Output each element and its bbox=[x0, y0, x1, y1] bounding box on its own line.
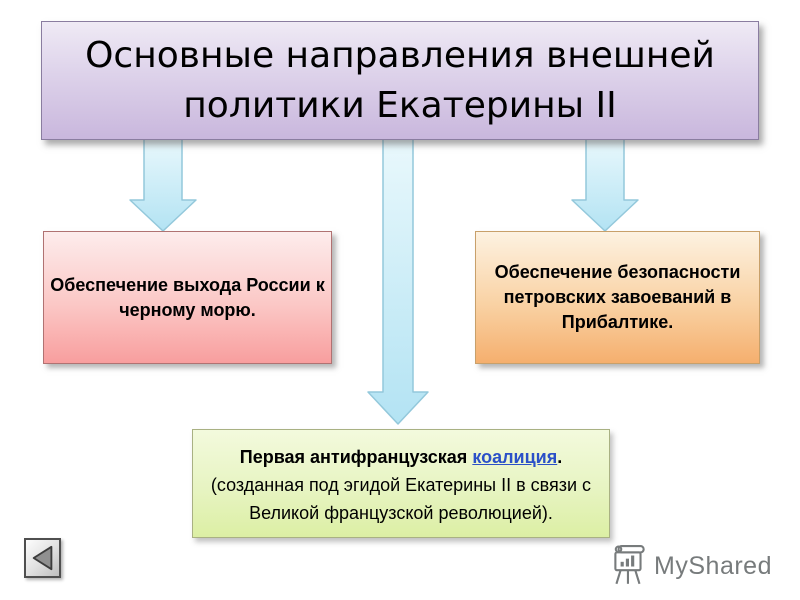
arrow-down-right-icon bbox=[571, 137, 639, 232]
easel-chart-icon bbox=[614, 545, 645, 585]
black-sea-text-line-1: Обеспечение выхода России к bbox=[50, 274, 325, 295]
baltic-text-line-2: петровских завоеваний в bbox=[503, 287, 732, 307]
coalition-text-suffix: . bbox=[557, 447, 563, 467]
coalition-text-line-3: Великой французской революцией). bbox=[249, 503, 553, 523]
baltic-text-line-3: Прибалтике. bbox=[561, 312, 674, 332]
slide-title-line-2: политики Екатерины II bbox=[183, 84, 617, 126]
back-triangle-icon bbox=[32, 545, 52, 571]
watermark-text: MyShared bbox=[654, 551, 772, 580]
baltic-box: Обеспечение безопасности петровских заво… bbox=[475, 231, 760, 364]
coalition-text-line-1: Первая антифранцузская коалиция. bbox=[240, 443, 563, 471]
coalition-text-line-2: (созданная под эгидой Екатерины II в свя… bbox=[210, 475, 592, 495]
slide-title-line-1: Основные направления внешней bbox=[85, 34, 715, 76]
coalition-text-prefix: Первая антифранцузская bbox=[239, 447, 473, 467]
arrow-down-left-icon bbox=[129, 137, 197, 232]
back-button[interactable] bbox=[24, 538, 61, 578]
myshared-watermark: MyShared bbox=[611, 544, 772, 588]
arrow-down-center-icon bbox=[367, 137, 429, 425]
coalition-link[interactable]: коалиция bbox=[472, 447, 558, 467]
coalition-box: Первая антифранцузская коалиция. (создан… bbox=[192, 429, 610, 538]
baltic-text-line-1: Обеспечение безопасности bbox=[494, 262, 741, 282]
title-box: Основные направления внешней политики Ек… bbox=[41, 21, 759, 140]
black-sea-box: Обеспечение выхода России к черному морю… bbox=[43, 231, 332, 364]
black-sea-text-line-2: черному морю. bbox=[119, 299, 256, 320]
